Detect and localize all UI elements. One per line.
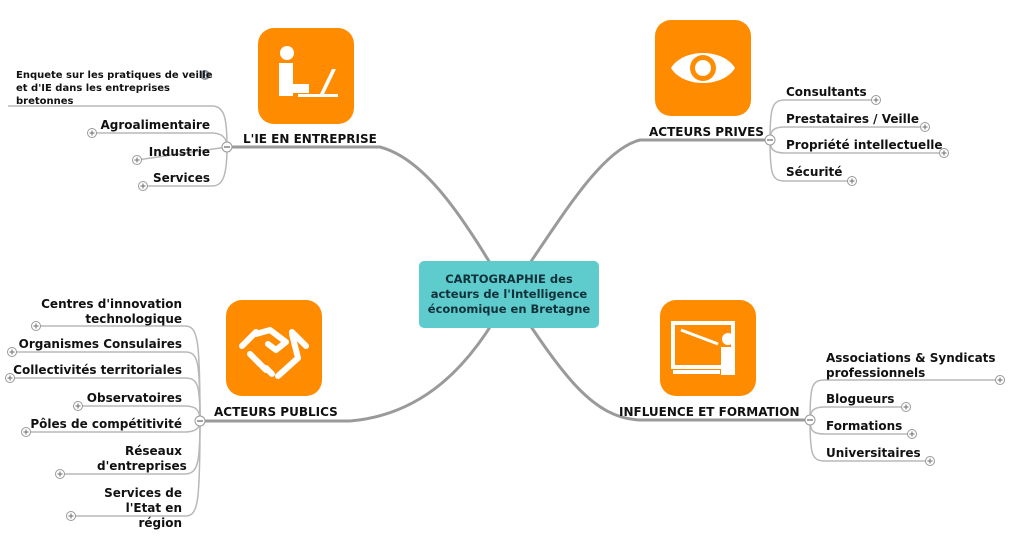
topic-reseaux[interactable]: Réseaux d'entreprises — [97, 444, 187, 473]
expand-toggle[interactable] — [21, 427, 31, 437]
expand-toggle[interactable] — [847, 176, 857, 186]
central-topic[interactable]: CARTOGRAPHIE des acteurs de l'Intelligen… — [419, 261, 599, 328]
expand-toggle[interactable] — [55, 469, 65, 479]
topic-securite[interactable]: Sécurité — [786, 165, 843, 179]
handshake-icon — [226, 300, 322, 396]
expand-toggle[interactable] — [66, 511, 76, 521]
link-arrow-icon[interactable] — [200, 70, 210, 80]
expand-toggle[interactable] — [871, 95, 881, 105]
topic-propriete[interactable]: Propriété intellectuelle — [786, 138, 943, 152]
collapse-toggles — [194, 134, 816, 427]
expand-toggle[interactable] — [7, 347, 17, 357]
expand-toggle[interactable] — [995, 375, 1005, 385]
branch-publics[interactable]: ACTEURS PUBLICS — [214, 405, 338, 419]
expand-toggle[interactable] — [138, 181, 148, 191]
topic-enquete-line-2: et d'IE dans les entreprises — [16, 83, 170, 94]
topic-formations[interactable]: Formations — [826, 419, 903, 433]
branch-entreprise[interactable]: L'IE EN ENTREPRISE — [243, 132, 377, 146]
topic-agroalimentaire[interactable]: Agroalimentaire — [100, 118, 210, 132]
topic-services-etat[interactable]: Services de l'Etat en région — [104, 486, 182, 530]
expand-toggle[interactable] — [73, 401, 83, 411]
topic-associations[interactable]: Associations & Syndicats professionnels — [826, 351, 996, 380]
expand-toggle[interactable] — [939, 148, 949, 158]
branch-influence[interactable]: INFLUENCE ET FORMATION — [619, 405, 800, 419]
topic-industrie[interactable]: Industrie — [148, 145, 210, 159]
collapse-toggle[interactable] — [194, 415, 206, 427]
topic-universitaires[interactable]: Universitaires — [826, 446, 921, 460]
person-laptop-icon — [258, 28, 354, 124]
branch-prives[interactable]: ACTEURS PRIVES — [649, 125, 764, 139]
topic-prestataires[interactable]: Prestataires / Veille — [786, 112, 919, 126]
topic-collectivites[interactable]: Collectivités territoriales — [13, 363, 182, 377]
expand-toggle[interactable] — [920, 122, 930, 132]
collapse-toggle[interactable] — [221, 141, 233, 153]
expand-toggles — [5, 95, 1005, 521]
topic-services[interactable]: Services — [152, 171, 210, 185]
topic-blogueurs[interactable]: Blogueurs — [826, 392, 895, 406]
topic-observatoires[interactable]: Observatoires — [86, 391, 182, 405]
topic-poles[interactable]: Pôles de compétitivité — [30, 417, 182, 431]
topic-enquete-line-1: Enquete sur les pratiques de veille — [16, 70, 213, 81]
expand-toggle[interactable] — [5, 373, 15, 383]
eye-icon — [655, 20, 751, 116]
topic-consulaires[interactable]: Organismes Consulaires — [18, 337, 182, 351]
expand-toggle[interactable] — [925, 456, 935, 466]
topic-centres[interactable]: Centres d'innovation technologique — [41, 297, 182, 326]
expand-toggle[interactable] — [907, 429, 917, 439]
expand-toggle[interactable] — [87, 128, 97, 138]
presentation-board-icon — [660, 300, 756, 396]
collapse-toggle[interactable] — [764, 134, 776, 146]
collapse-toggle[interactable] — [804, 414, 816, 426]
topic-consultants[interactable]: Consultants — [786, 85, 867, 99]
central-topic-label: CARTOGRAPHIE des acteurs de l'Intelligen… — [427, 272, 591, 316]
expand-toggle[interactable] — [31, 321, 41, 331]
expand-toggle[interactable] — [901, 402, 911, 412]
expand-toggle[interactable] — [132, 155, 142, 165]
topic-enquete-line-3: bretonnes — [16, 96, 74, 107]
